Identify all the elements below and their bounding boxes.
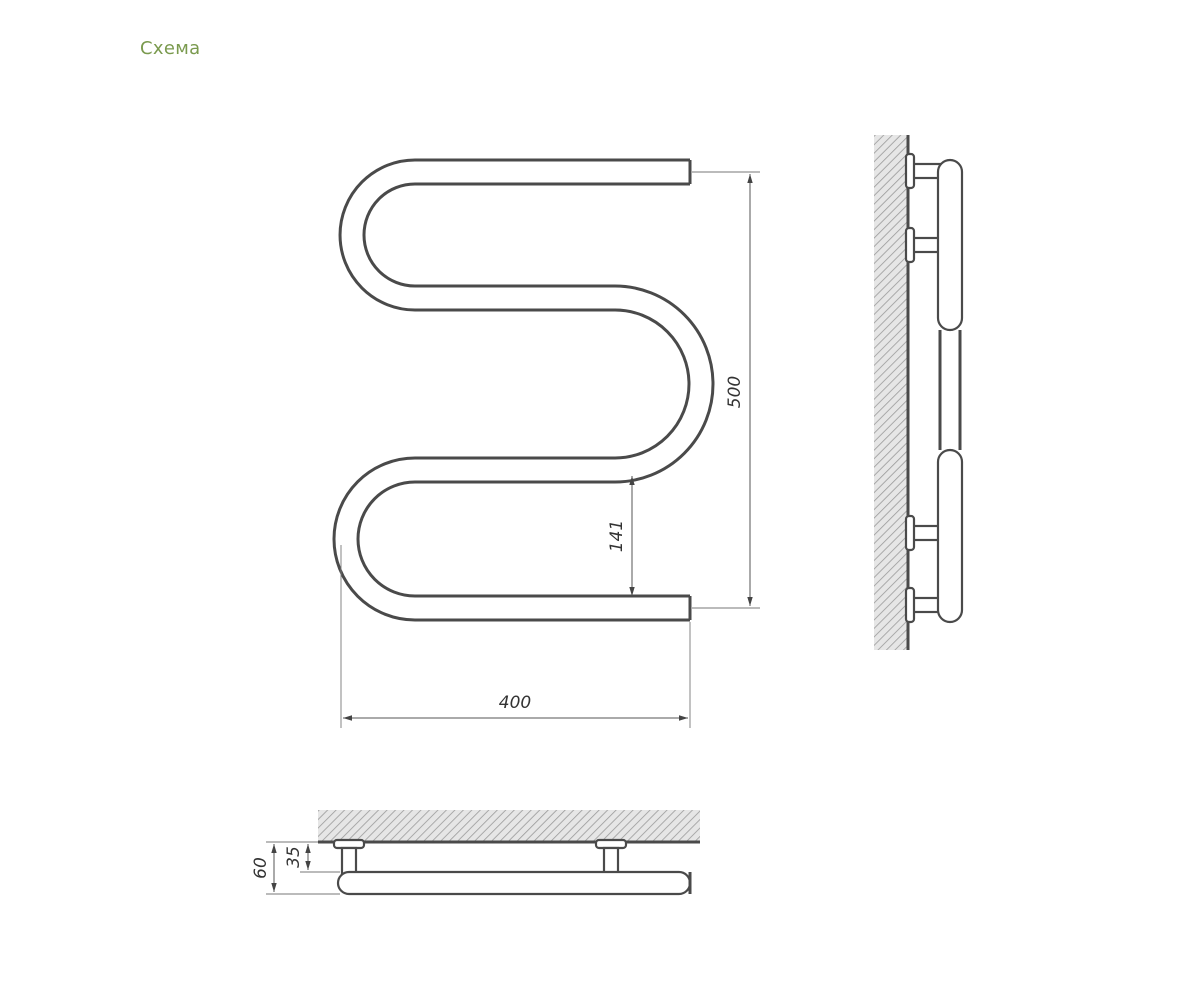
depth-mount-label: 35 [284,846,304,868]
page-title: Схема [140,38,201,59]
side-view [874,135,964,650]
width-dimension-label: 400 [499,693,531,713]
step-dimension-label: 141 [607,520,627,552]
side-tube-lower [936,448,964,624]
side-bracket-2 [904,226,942,264]
dimension-depth: 60 35 [251,841,340,895]
top-view [318,810,700,896]
side-wall-hatch [874,135,908,650]
top-tube [336,870,692,896]
side-tube-upper [936,158,964,332]
side-bracket-4 [904,586,942,624]
top-bracket-right [594,838,628,876]
side-bracket-3 [904,514,942,552]
dimension-step: 141 [607,476,635,596]
tube-inner-edge [356,182,715,598]
top-wall-hatch [318,810,700,842]
tube-outer-edge [332,158,691,622]
front-view-tube [332,158,715,622]
side-bracket-1 [904,152,942,190]
dimension-width: 400 [340,545,691,728]
top-bracket-left [332,838,366,876]
height-dimension-label: 500 [725,376,745,408]
dimension-height: 500 [692,171,760,609]
depth-total-label: 60 [251,857,271,879]
